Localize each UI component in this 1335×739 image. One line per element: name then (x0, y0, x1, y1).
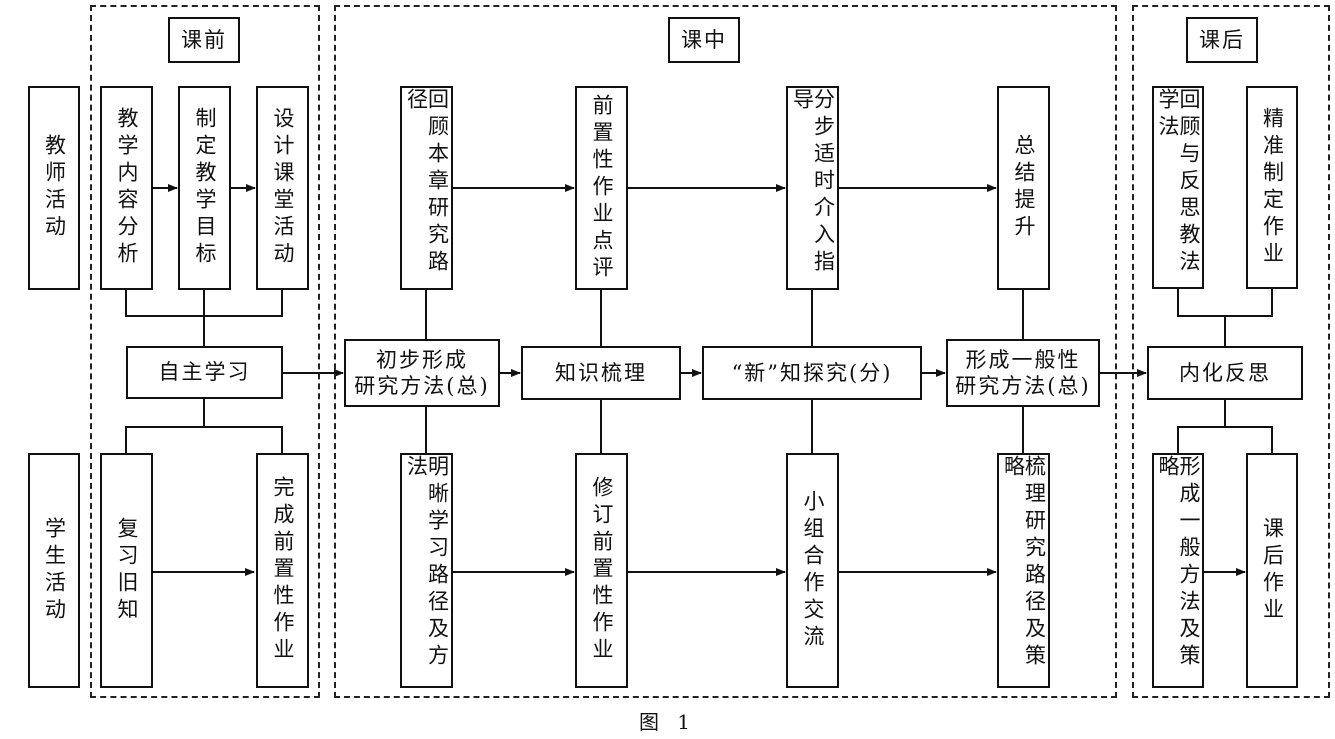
node-in-student-4: 梳理研究路径及策略 (997, 453, 1050, 688)
node-in-teacher-1: 回顾本章研究路径 (400, 86, 453, 290)
post-class-region (1132, 5, 1330, 698)
node-in-teacher-3: 分步适时介入指导 (786, 86, 839, 290)
node-pre-student-1: 复习旧知 (100, 453, 153, 688)
node-pre-teacher-2: 制定教学目标 (178, 86, 231, 290)
node-in-student-2: 修订前置性作业 (575, 453, 628, 688)
node-in-hub-3: “新”知探究(分) (702, 346, 922, 400)
node-in-teacher-2: 前置性作业点评 (575, 86, 628, 290)
node-in-student-1: 明晰学习路径及方法 (400, 453, 453, 688)
node-pre-teacher-1: 教学内容分析 (100, 86, 153, 290)
node-in-hub-1: 初步形成 研究方法(总) (344, 339, 500, 407)
in-class-region (334, 5, 1117, 698)
node-post-student-2: 课后作业 (1246, 453, 1298, 688)
pre-class-region (90, 5, 320, 698)
node-pre-hub: 自主学习 (126, 346, 283, 399)
node-pre-student-2: 完成前置性作业 (256, 453, 309, 688)
node-in-hub-4: 形成一般性 研究方法(总) (946, 339, 1100, 407)
node-in-student-3: 小组合作交流 (786, 453, 839, 688)
bracket-post-student (1177, 426, 1273, 453)
node-in-hub-2: 知识梳理 (521, 346, 681, 400)
node-post-student-1: 形成一般方法及策略 (1152, 453, 1204, 688)
phase-header-in: 课中 (668, 17, 740, 63)
role-label-student: 学生活动 (28, 453, 80, 688)
node-post-teacher-1: 回顾与反思教法学法 (1152, 86, 1204, 289)
phase-header-pre: 课前 (168, 17, 240, 63)
bracket-pre-student (125, 426, 283, 453)
node-in-teacher-4: 总结提升 (997, 86, 1050, 290)
figure-caption: 图 1 (638, 710, 697, 734)
node-post-teacher-2: 精准制定作业 (1246, 86, 1298, 289)
phase-header-post: 课后 (1186, 17, 1258, 63)
node-post-hub: 内化反思 (1147, 346, 1303, 400)
role-label-teacher: 教师活动 (28, 86, 80, 290)
node-pre-teacher-3: 设计课堂活动 (256, 86, 309, 290)
